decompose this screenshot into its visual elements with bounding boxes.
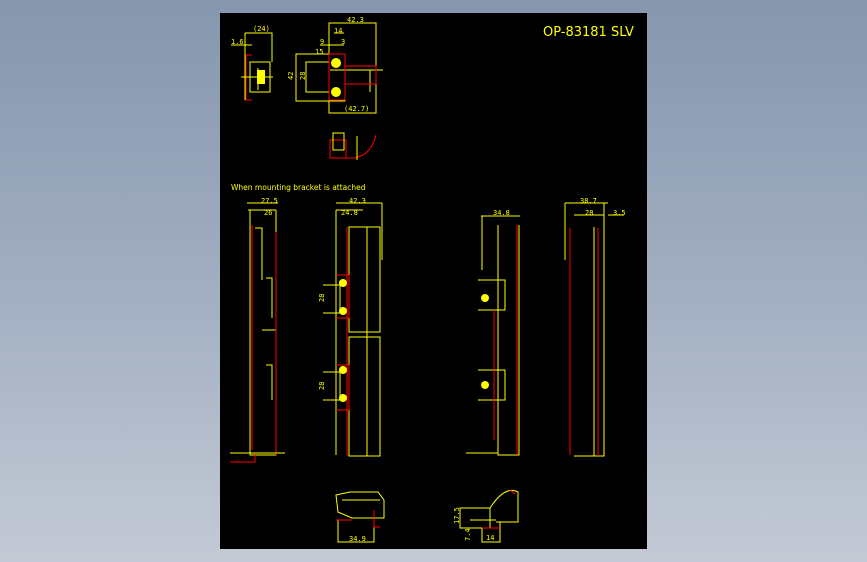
dim-label: 7.4 [464,528,472,541]
top-front-view: 42.3 14 9 3 15 42 28 (42.7) [287,16,383,114]
dim-label: 34.8 [493,209,510,217]
hook-view [329,132,377,160]
drawing-sheet [220,13,647,549]
dim-label: 28 [318,382,326,390]
dim-label: 42.3 [349,197,366,205]
dim-label: 26 [264,209,272,217]
drawing-note: When mounting bracket is attached [231,183,366,192]
top-side-view: (24) 1.6 [231,25,273,101]
elevation-view-3: 34.8 [466,209,520,456]
dim-label: 38.7 [580,197,597,205]
dim-label: (42.7) [344,105,369,113]
dim-label: 3.5 [613,209,626,217]
elevation-view-4: 38.7 28 3.5 [564,197,626,457]
dim-label: 17.5 [453,507,461,524]
elevation-view-1: 27.5 26 [230,197,285,463]
elevation-view-2: 42.3 24.8 28 28 [318,197,383,457]
dim-label: 42 [287,72,295,80]
dim-label: 3 [341,38,345,46]
bottom-view-right: 17.5 7.4 14 [453,489,519,543]
dim-label: 15 [315,48,323,56]
drawing-title: OP-83181 SLV [543,25,634,40]
dim-label: 14 [486,534,494,542]
dim-label: 42.3 [347,16,364,24]
dim-label: 9 [320,38,324,46]
dim-label: 27.5 [261,197,278,205]
dim-label: 28 [299,72,307,80]
dim-label: 24.8 [341,209,358,217]
dim-label: 28 [585,209,593,217]
dim-label: 14 [334,27,342,35]
bottom-view-left: 34.9 [335,491,385,543]
dim-label: (24) [253,25,270,33]
dim-label: 28 [318,294,326,302]
dim-label: 34.9 [349,535,366,543]
dim-label: 1.6 [231,38,244,46]
